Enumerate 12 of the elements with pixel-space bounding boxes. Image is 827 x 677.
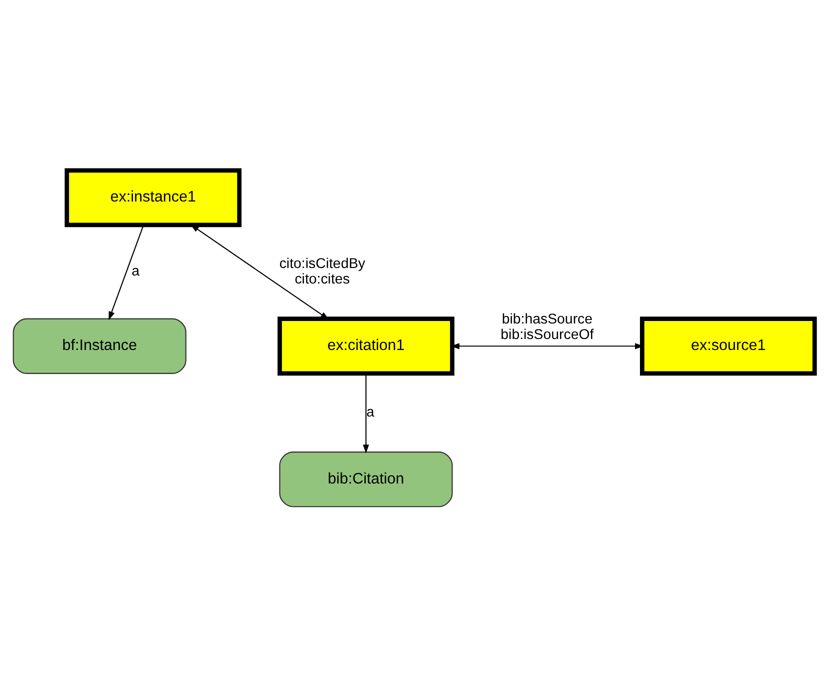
edge-label: a (131, 264, 140, 280)
node-box: bib:Citation (278, 451, 452, 508)
arrow (362, 374, 369, 454)
arrow (108, 225, 144, 320)
edge-label: cito:isCitedBy cito:cites (278, 256, 365, 288)
edge-label: bib:hasSource bib:isSourceOf (500, 312, 594, 343)
edge-label: a (366, 404, 374, 420)
node-box: ex:citation1 (277, 316, 454, 376)
node-box: bf:Instance (12, 318, 186, 374)
node-box: ex:instance1 (64, 168, 242, 228)
arrow (190, 224, 329, 320)
node-box: ex:source1 (639, 316, 816, 376)
